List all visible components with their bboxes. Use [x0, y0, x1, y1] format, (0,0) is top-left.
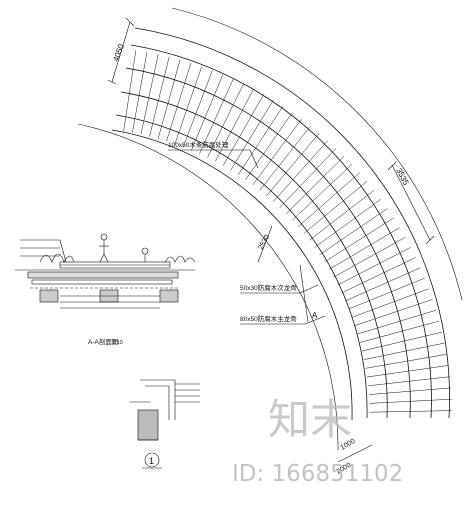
deck-slat: [273, 140, 328, 202]
deck-arc-edge-2: [130, 44, 432, 419]
deck-slat: [364, 342, 445, 360]
deck-slat: [157, 59, 181, 139]
deck-slat: [357, 309, 437, 335]
deck-slat: [369, 410, 452, 413]
callout-leaders: [168, 149, 326, 325]
deck-slat: [237, 106, 284, 176]
section-scale: 1:10: [112, 340, 123, 346]
deck-slat: [324, 217, 394, 263]
deck-slat: [328, 227, 400, 270]
deck-arc-inner-2: [115, 114, 368, 419]
deck-slat: [266, 132, 320, 197]
deck-slat: [182, 70, 213, 148]
deck-slat: [215, 88, 254, 162]
deck-slat: [309, 190, 375, 241]
deck-slat: [359, 320, 440, 343]
deck-slat: [149, 56, 170, 137]
outer-guide-arc: [171, 7, 463, 301]
deck-slat: [140, 54, 159, 135]
deck-slat: [132, 52, 148, 133]
deck-slat: [207, 83, 244, 158]
section-title: A-A剖面图: [88, 337, 118, 346]
deck-slat: [191, 74, 224, 151]
deck-slat: [259, 125, 311, 191]
watermark-id: ID: 166851102: [232, 461, 403, 487]
deck-slat: [351, 288, 429, 318]
deck-slats: [123, 50, 452, 413]
deck-slat: [362, 331, 442, 352]
callout-wood-strip: 100x50木条防腐处理: [168, 140, 229, 149]
watermark-logo: 知末: [268, 395, 352, 444]
deck-slat: [222, 94, 264, 166]
detail-1-drawing: [130, 379, 200, 469]
deck-arc-inner: [111, 129, 353, 421]
deck-slat: [369, 387, 451, 395]
deck-slat: [345, 267, 421, 302]
deck-slat: [367, 365, 449, 378]
deck-slat: [348, 277, 425, 310]
deck-slat: [174, 66, 202, 145]
deck-slat: [341, 257, 416, 294]
deck-slat: [166, 62, 192, 142]
dim-left: 2530: [258, 234, 272, 251]
dim-outer-top: 4050: [111, 42, 126, 62]
deck-arc-beam-2: [120, 91, 388, 419]
deck-slat: [123, 50, 137, 132]
deck-slat: [279, 148, 337, 208]
deck-slat: [333, 237, 406, 278]
deck-slat: [314, 198, 382, 248]
callout-main-beam: 80x50防腐木主龙骨: [240, 314, 297, 323]
deck-slat: [230, 100, 274, 171]
deck-slat: [369, 398, 452, 404]
curved-deck-plan: [77, 7, 463, 451]
dimension-lines: [107, 17, 435, 463]
deck-slat: [252, 118, 302, 186]
callout-sub-beam: 50x30防腐木次龙骨: [240, 283, 297, 292]
deck-slat: [354, 299, 433, 326]
dim-outer-right: 3535: [394, 167, 411, 187]
deck-slat: [337, 247, 411, 286]
deck-slat: [199, 78, 234, 154]
deck-arc-outer: [134, 27, 450, 419]
section-a-a-drawing: [15, 233, 196, 309]
watermark: 知末 ID: 166851102: [232, 395, 403, 487]
deck-slat: [319, 208, 388, 255]
deck-slat: [368, 376, 450, 387]
deck-slat: [285, 156, 345, 215]
deck-slat: [365, 354, 447, 369]
deck-arc-beam-1: [125, 67, 411, 419]
deck-slat: [245, 112, 293, 181]
deck-slat: [303, 181, 368, 234]
detail-index: 1: [149, 456, 154, 466]
deck-slat: [297, 172, 360, 227]
deck-slat: [291, 164, 353, 221]
section-cut-marker: A: [312, 311, 318, 320]
